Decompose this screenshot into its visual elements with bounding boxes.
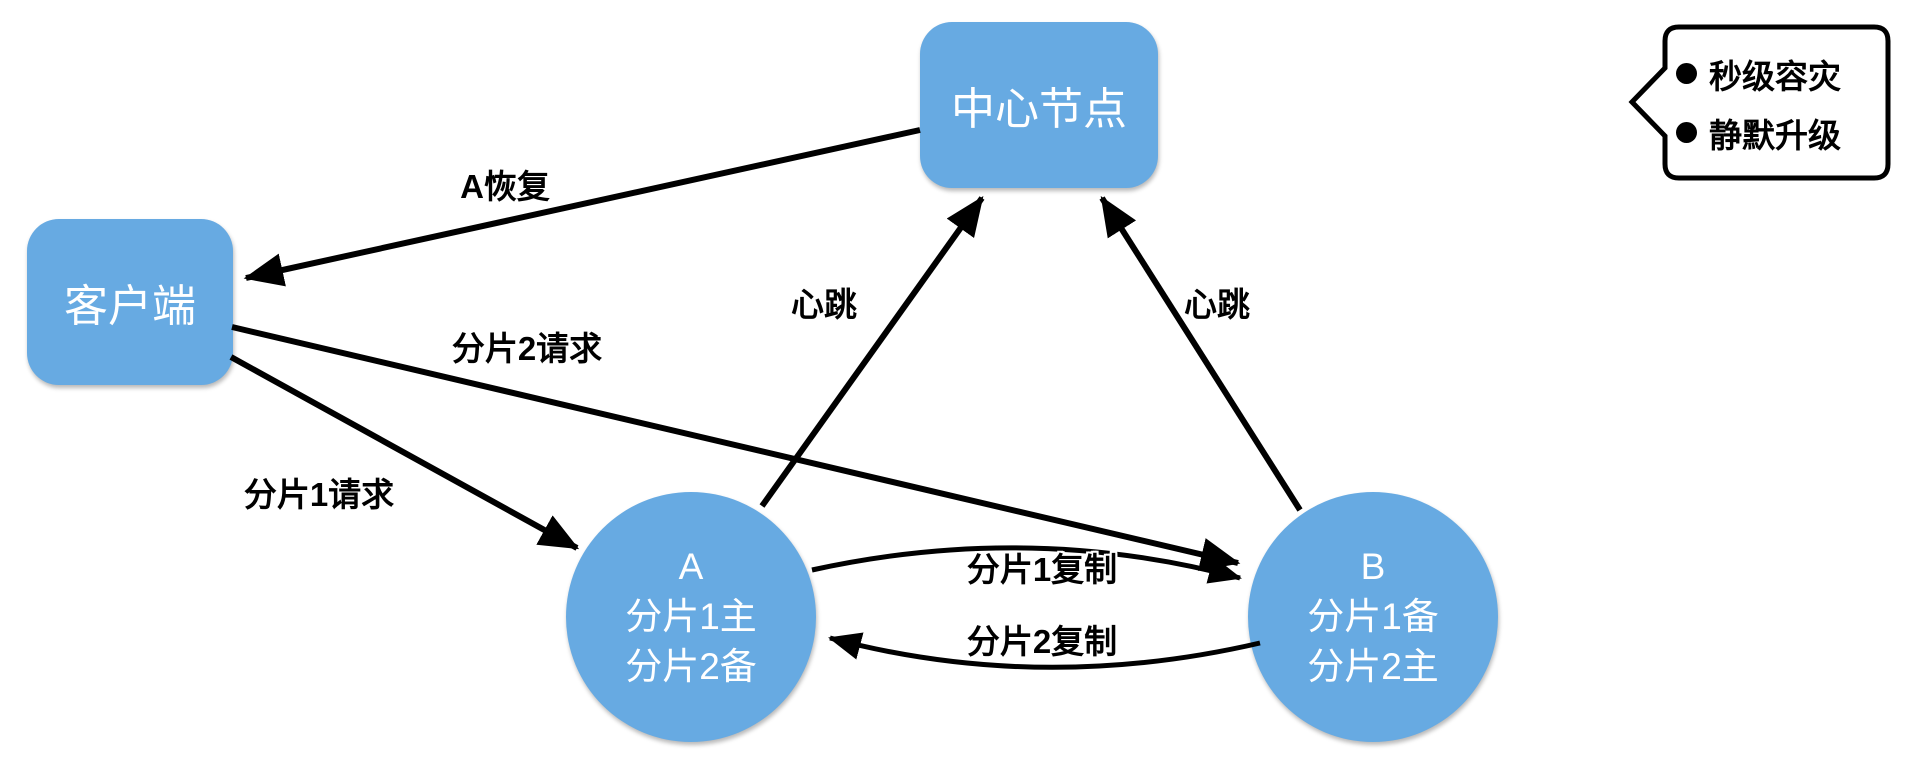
- edge-label-shard1-replicate: 分片1复制: [966, 551, 1118, 588]
- edge-heartbeat-b: [1099, 195, 1303, 512]
- edge-shard1-request: [229, 354, 580, 551]
- node-b-role-1: 分片1备: [1307, 596, 1439, 637]
- edge-label-shard2-request: 分片2请求: [451, 330, 603, 367]
- bullet-icon: [1676, 122, 1697, 143]
- node-center-label: 中心节点: [951, 85, 1127, 134]
- edge-label-shard2-replicate: 分片2复制: [966, 623, 1118, 660]
- node-b-role-2: 分片2主: [1307, 646, 1439, 687]
- callout: 秒级容灾 静默升级: [1676, 44, 1841, 162]
- node-a-role-1: 分片1主: [625, 596, 757, 637]
- edge-label-shard1-request: 分片1请求: [243, 476, 395, 513]
- callout-item-text: 秒级容灾: [1709, 57, 1841, 95]
- node-a-role-2: 分片2备: [625, 646, 757, 687]
- edge-label-heartbeat-a: 心跳: [791, 286, 857, 323]
- edge-heartbeat-a: [759, 196, 985, 508]
- node-client: 客户端: [27, 219, 233, 385]
- node-b: B 分片1备 分片2主: [1248, 492, 1498, 742]
- node-a: A 分片1主 分片2备: [566, 492, 816, 742]
- callout-item: 秒级容灾: [1676, 44, 1841, 103]
- bullet-icon: [1676, 63, 1697, 84]
- callout-item: 静默升级: [1676, 103, 1841, 162]
- node-b-name: B: [1360, 546, 1386, 587]
- node-center: 中心节点: [920, 22, 1158, 188]
- node-a-name: A: [678, 546, 704, 587]
- edge-label-a-recover: A恢复: [460, 168, 550, 205]
- node-client-label: 客户端: [64, 282, 196, 331]
- edge-a-recover: [243, 127, 921, 287]
- callout-item-text: 静默升级: [1709, 116, 1841, 154]
- edge-label-heartbeat-b: 心跳: [1184, 286, 1250, 323]
